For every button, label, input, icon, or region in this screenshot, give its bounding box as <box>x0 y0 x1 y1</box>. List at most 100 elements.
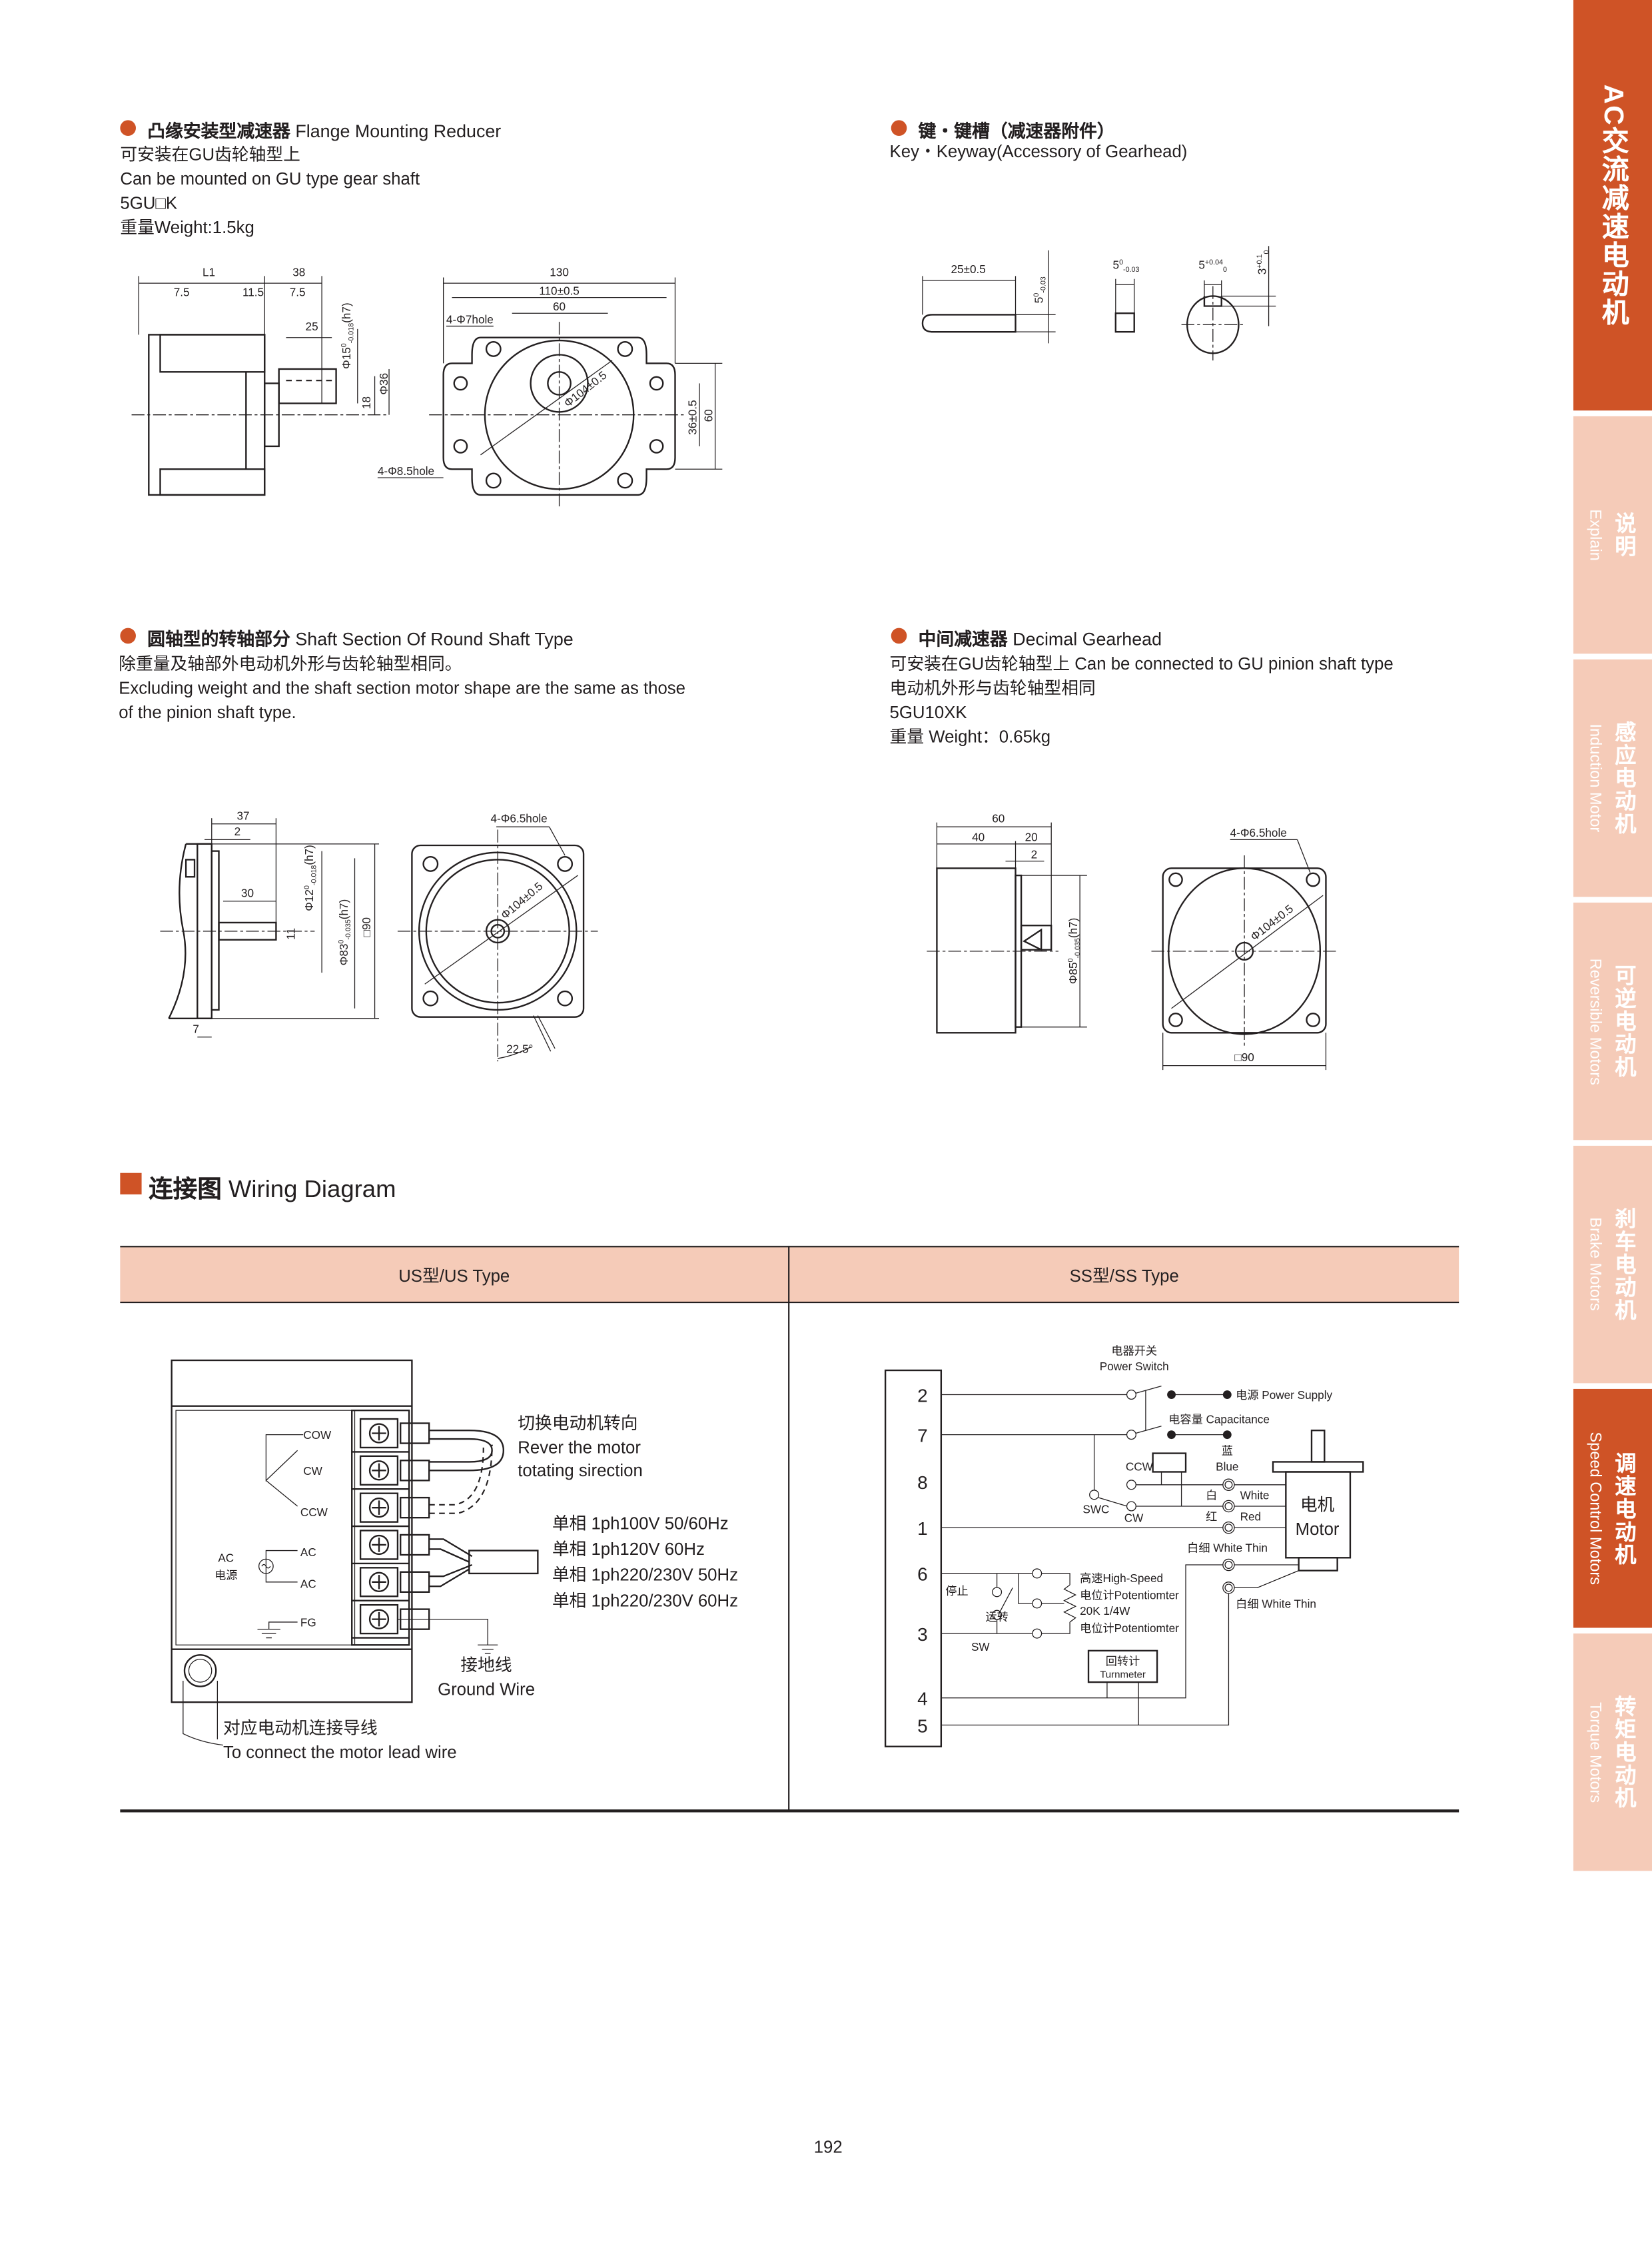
pot-label: 高速High-Speed <box>1080 1571 1163 1585</box>
dim-11-5: 11.5 <box>242 285 264 298</box>
terminal-slot <box>359 1567 399 1597</box>
sidebar-item-reversible-motors[interactable]: Reversible Motors 可逆电动机 <box>1573 902 1652 1140</box>
terminal-number: 2 <box>917 1385 928 1406</box>
decimal-front-view <box>1151 839 1338 1071</box>
bullet-icon <box>120 628 136 644</box>
dim-40: 40 <box>972 831 985 844</box>
potentiometer <box>1063 1584 1077 1623</box>
turnmeter <box>1087 1649 1158 1683</box>
terminal-number: 7 <box>917 1425 928 1446</box>
dim-36-tol: 36±0.5 <box>686 400 699 434</box>
ss-circuit <box>884 1369 1364 1747</box>
voltage-option: 单相 1ph220/230V 50Hz <box>552 1566 738 1585</box>
dim-11: 11 <box>284 928 297 940</box>
stop-label: 停止 <box>945 1584 968 1597</box>
key-side <box>921 314 1017 333</box>
power-supply-label: 电源 Power Supply <box>1236 1388 1332 1402</box>
blue-en: Blue <box>1216 1460 1238 1473</box>
reverse-label-en: Rever the motor <box>518 1439 641 1458</box>
section-title-decimal: 中间减速器 Decimal Gearhead <box>918 629 1162 650</box>
terminal-label: FG <box>300 1615 316 1629</box>
direction-switch-symbol <box>265 1434 304 1507</box>
sidebar-item-cn: 转矩电动机 <box>1611 1695 1637 1810</box>
sidebar-item-explain[interactable]: Explain 说明 <box>1573 416 1652 654</box>
pot-label: 电位计Potentiomter <box>1080 1621 1179 1635</box>
motor-label-cn: 电机 <box>1300 1495 1335 1514</box>
sidebar-item-brake-motors[interactable]: Brake Motors 刹车电动机 <box>1573 1145 1652 1384</box>
white-en: White <box>1240 1488 1270 1502</box>
terminal-label: AC <box>300 1577 316 1590</box>
bullet-icon <box>891 628 907 644</box>
column-divider <box>788 1246 790 1813</box>
sidebar-item-cn: 感应电动机 <box>1611 721 1637 835</box>
flange-front-view <box>377 277 723 510</box>
dim-key-height: 50-0.03 <box>1032 276 1047 303</box>
sidebar-item-speed-control-motors[interactable]: Speed Control Motors 调速电动机 <box>1573 1388 1652 1628</box>
ground-label-en: Ground Wire <box>438 1680 535 1699</box>
terminal-slot <box>359 1418 399 1449</box>
plus-icon <box>372 1575 386 1589</box>
ac-source-icon <box>258 1558 274 1574</box>
wire-lug <box>400 1460 430 1482</box>
dim-25: 25 <box>306 320 318 333</box>
terminal-block <box>351 1409 410 1646</box>
terminal-label: AC <box>300 1546 316 1559</box>
dim-7-5: 7.5 <box>290 285 306 298</box>
dim-30: 30 <box>241 886 254 899</box>
flange <box>210 850 220 1011</box>
round-desc: 除重量及轴部外电动机外形与齿轮轴型相同。 Excluding weight an… <box>119 654 686 723</box>
dim-slot-depth: 3+0.10 <box>1255 250 1270 275</box>
capacitance-label: 电容量 Capacitance <box>1168 1412 1270 1426</box>
page-number: 192 <box>813 2136 843 2157</box>
dim-18: 18 <box>360 396 373 409</box>
dim-2: 2 <box>1031 847 1038 861</box>
power-label: 电源 <box>214 1569 237 1582</box>
wire-lug <box>400 1571 430 1593</box>
sidebar-item-en: Torque Motors <box>1586 1701 1604 1803</box>
ac-label: AC <box>218 1552 234 1565</box>
sidebar-item-torque-motors[interactable]: Torque Motors 转矩电动机 <box>1573 1633 1652 1871</box>
ground-icon <box>257 1621 298 1639</box>
plus-icon <box>372 1500 386 1515</box>
sidebar-item-en: Induction Motor <box>1586 723 1604 833</box>
jumper-wire <box>429 1430 504 1472</box>
plus-icon <box>372 1463 386 1478</box>
dim-angle: 22.5° <box>506 1042 533 1055</box>
sidebar-item-cn: 可逆电动机 <box>1611 964 1637 1079</box>
dim-110: 110±0.5 <box>539 284 580 297</box>
key-end <box>1114 312 1135 333</box>
square-bullet-icon <box>120 1172 142 1194</box>
column-header-us: US型/US Type <box>398 1266 510 1286</box>
wiring-title: 连接图 Wiring Diagram <box>149 1175 396 1203</box>
dim-hole: 4-Φ6.5hole <box>1230 826 1287 839</box>
wire-lug <box>400 1422 430 1444</box>
dim-hole: 4-Φ6.5hole <box>490 812 547 825</box>
us-controller <box>171 1359 539 1746</box>
dim-key-length: 25±0.5 <box>951 262 985 276</box>
turnmeter-cn: 回转计 <box>1106 1654 1140 1667</box>
reverse-label-en: totating sirection <box>518 1462 643 1480</box>
white-thin-label: 白细 White Thin <box>1236 1597 1316 1610</box>
white-thin-label: 白细 White Thin <box>1187 1542 1268 1555</box>
dim-hole-7: 4-Φ7hole <box>446 312 494 326</box>
decimal-side-view <box>927 822 1087 1034</box>
dim-20: 20 <box>1025 831 1038 844</box>
round-shaft-side-view <box>160 818 380 1038</box>
run-label: 运转 <box>985 1610 1008 1623</box>
terminal-screw-icon <box>368 1498 390 1518</box>
reverse-label-cn: 切换电动机转向 <box>518 1414 637 1433</box>
terminal-strip <box>884 1369 943 1747</box>
dim-60: 60 <box>701 409 715 422</box>
sidebar-item-induction-motor[interactable]: Induction Motor 感应电动机 <box>1573 659 1652 897</box>
voltage-option: 单相 1ph100V 50/60Hz <box>552 1514 729 1533</box>
ccw-label: CCW <box>1126 1460 1154 1473</box>
sidebar-item-cn: 说明 <box>1611 512 1637 558</box>
pinion <box>1020 925 1052 951</box>
pot-label: 电位计Potentiomter <box>1080 1589 1179 1602</box>
pot-label: 20K 1/4W <box>1080 1604 1130 1617</box>
terminal-slot <box>359 1530 399 1560</box>
lead-wire-grommet <box>183 1654 217 1687</box>
motor-body <box>1285 1471 1352 1559</box>
